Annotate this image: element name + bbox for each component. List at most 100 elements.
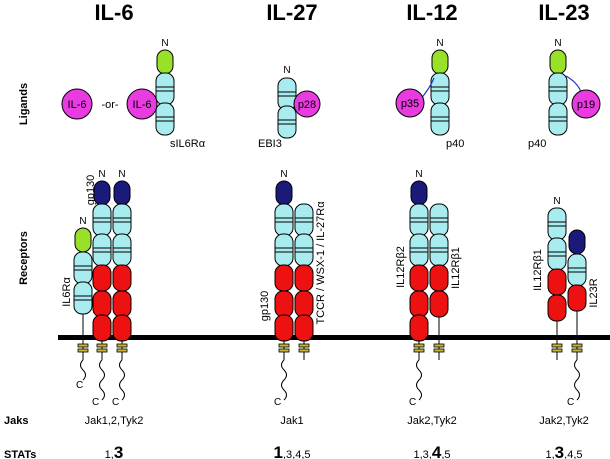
p35-label: p35 (401, 98, 419, 110)
stats-il23-a: 1, (545, 449, 554, 459)
il12rb1-red-1 (429, 264, 449, 292)
il12rb2-navy-domain (410, 180, 428, 206)
il12rb2-cyan-1 (409, 203, 429, 237)
il6-gp130-a-c-label: C (92, 397, 99, 408)
title-il23: IL-23 (538, 0, 589, 25)
il12-p40-label: p40 (446, 138, 464, 150)
title-il6: IL-6 (94, 0, 133, 25)
il12-p40-n-label: N (436, 38, 443, 49)
or-text: -or- (101, 99, 118, 111)
il27-gp130-navy-domain (275, 180, 293, 206)
il12rb2-red-2 (409, 290, 429, 318)
il23r-red-1 (567, 284, 587, 312)
il6ra-tail-wave (80, 359, 86, 381)
il23-p40-cyan-domain-2 (548, 102, 568, 136)
il23-p40-n-label: N (554, 38, 561, 49)
il6-gp130-b-red-2 (112, 290, 132, 318)
il6-gp130-b-cyan-1 (112, 203, 132, 237)
il27-gp130-n-label: N (280, 169, 287, 180)
stats-il27-a: 1 (274, 443, 283, 459)
jaks-il27: Jak1 (280, 415, 303, 427)
il23r-tail (571, 339, 583, 361)
il12rb2-cyan-2 (409, 233, 429, 267)
stats-il23: 1,3,4,5 (545, 443, 582, 459)
il6-ligand-label-2: IL-6 (133, 99, 152, 111)
il6-gp130-a-navy-domain (93, 180, 111, 206)
tccr-red-2 (294, 290, 314, 318)
cytoplasmic-tails (77, 339, 583, 401)
il23r-tail-wave (574, 359, 580, 401)
il12rb2-tail-wave (416, 359, 422, 401)
stats-il12: 1,3,4,5 (413, 443, 450, 459)
il6-ligand-circle-2 (126, 88, 158, 120)
cell-membrane (58, 335, 610, 340)
tccr-cyan-2 (294, 233, 314, 267)
stats-il27-b: ,3,4,5 (283, 449, 311, 459)
il23-rb1-cyan-2 (547, 237, 567, 271)
il27-gp130-red-2 (274, 290, 294, 318)
stats-il6: 1,3 (105, 443, 124, 459)
il23-rb1-n-label: N (553, 196, 560, 207)
il12rb1-cyan-1 (429, 203, 449, 237)
il6-gp130-b-c-label: C (112, 397, 119, 408)
il6ra-green-domain (74, 227, 92, 253)
ebi3-cyan-domain-2 (277, 105, 297, 139)
p35-circle (395, 88, 425, 118)
stats-il27: 1,3,4,5 (274, 443, 311, 459)
stats-il6-b: 3 (114, 443, 123, 459)
il27-gp130-red-3 (274, 314, 294, 342)
il6-gp130-b-tail-wave (119, 359, 125, 401)
il12-c-label: C (409, 397, 416, 408)
tccr-cyan-1 (294, 203, 314, 237)
il6-ligand-circle (61, 88, 93, 120)
il12-p40-cyan-domain-2 (430, 102, 450, 136)
il27-gp130-tail-wave (281, 359, 287, 401)
sil6ra-green-domain (156, 49, 174, 75)
il23-rb1-red-1 (547, 268, 567, 296)
il12rb1-tail (433, 339, 445, 361)
title-il27: IL-27 (266, 0, 317, 25)
tccr-red-1 (294, 264, 314, 292)
il6-gp130-b-red-1 (112, 264, 132, 292)
stats-il12-c: ,5 (441, 449, 450, 459)
il6ra-tail (77, 339, 89, 361)
il12rb2-red-3 (409, 314, 429, 342)
il6-gp130-a-red-3 (92, 314, 112, 342)
ebi3-cyan-domain-1 (277, 77, 297, 111)
ebi3-n-label: N (283, 65, 290, 76)
il6-gp130-a-cyan-2 (92, 233, 112, 267)
il6-gp130-b-navy-domain (113, 180, 131, 206)
jaks-il12: Jak2,Tyk2 (407, 415, 457, 427)
il6ra-n-label: N (79, 216, 86, 227)
tccr-red-3 (294, 314, 314, 342)
stats-il23-b: 3 (555, 443, 564, 459)
il6-gp130-a-tail (96, 339, 108, 361)
sil6ra-n-label: N (161, 38, 168, 49)
row-label-jaks: Jaks (4, 415, 28, 427)
il6ra-label: IL6Rα (61, 277, 73, 307)
il6ra-cyan-domain-2 (73, 281, 93, 315)
il6-gp130-a-tail-wave (99, 359, 105, 401)
il6-gp130-b-tail (116, 339, 128, 361)
il6-gp130-a-red-2 (92, 290, 112, 318)
ebi3-label: EBI3 (258, 138, 282, 150)
il12rb1-label: IL12Rβ1 (450, 247, 462, 289)
p28-label: p28 (298, 99, 316, 111)
il12rb1-red-2 (429, 290, 449, 318)
il12rb2-tail (413, 339, 425, 361)
stats-il12-b: 4 (432, 443, 442, 459)
tccr-tail (298, 339, 310, 361)
il23-p40-label: p40 (528, 138, 546, 150)
il23-rb1-cyan-1 (547, 207, 567, 241)
il23-c-label: C (567, 397, 574, 408)
il6-gp130-a-red-1 (92, 264, 112, 292)
stats-il12-a: 1,3, (413, 449, 431, 459)
p19-circle (571, 89, 601, 119)
il6-gp130-b-red-3 (112, 314, 132, 342)
il6-gp130-b-cyan-2 (112, 233, 132, 267)
il23-p40-green-domain (549, 49, 567, 75)
il27-c-label: C (274, 397, 281, 408)
stats-il23-c: ,4,5 (564, 449, 582, 459)
il23r-label: IL23R (588, 278, 600, 307)
